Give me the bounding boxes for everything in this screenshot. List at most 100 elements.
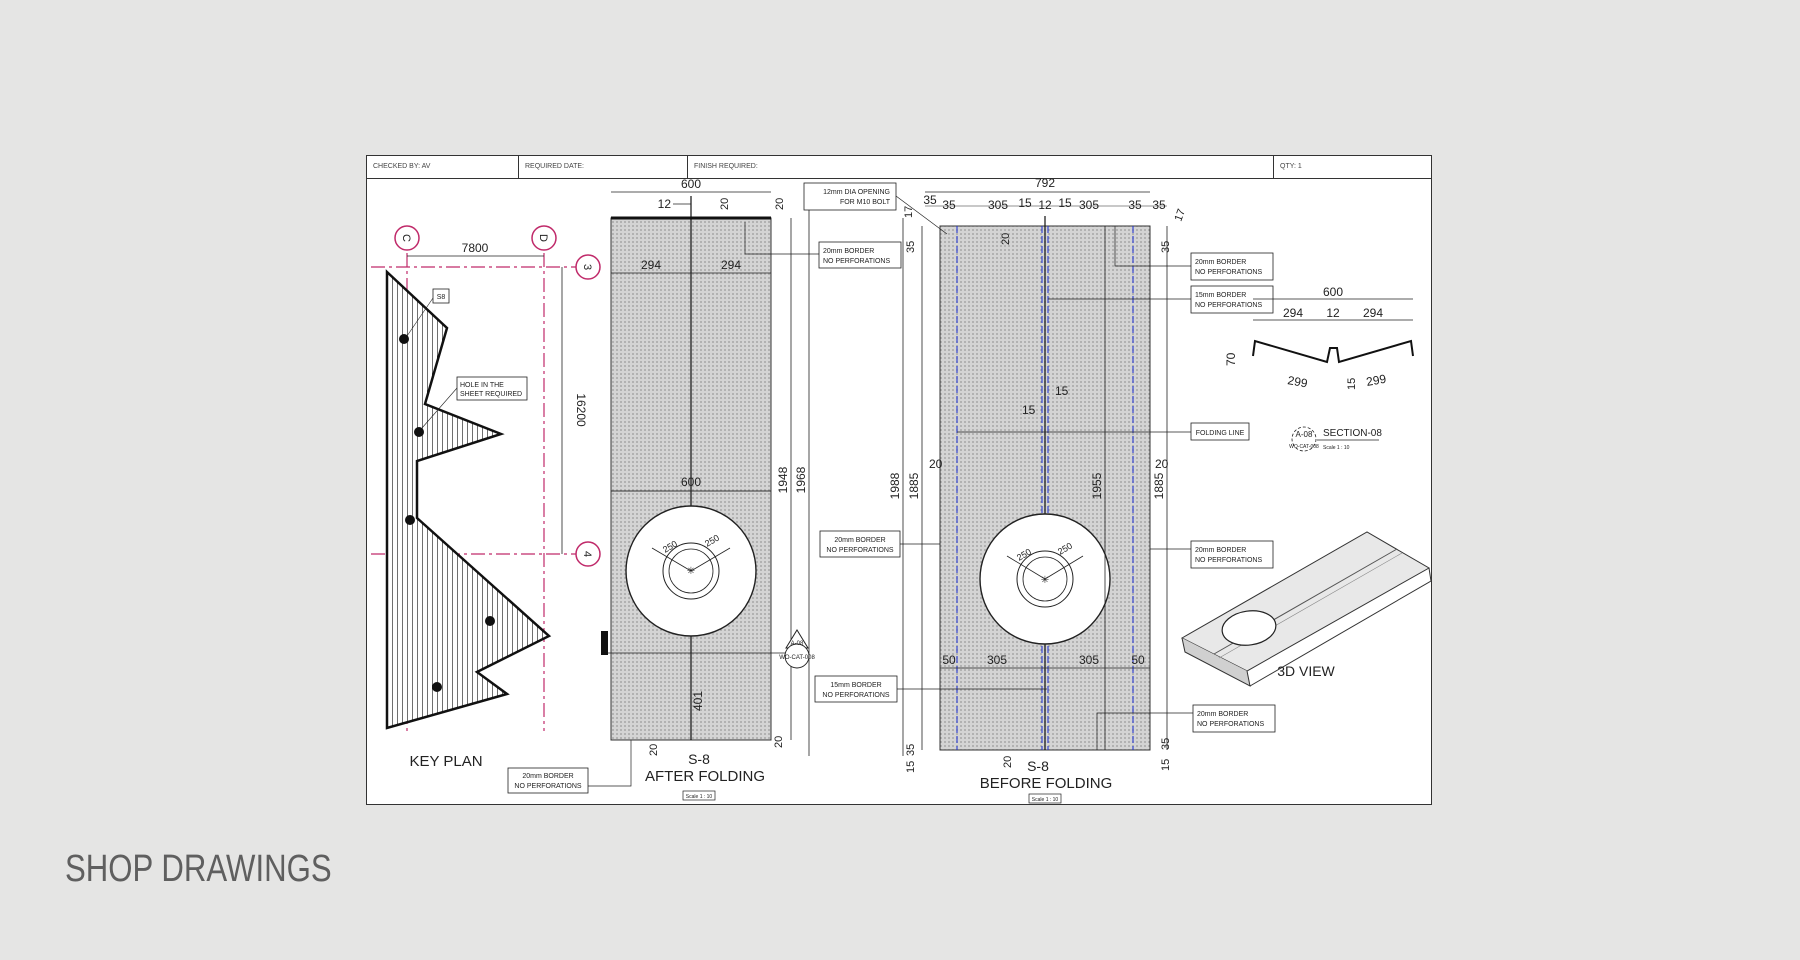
before-folding-note-bottom-box [1192,704,1276,733]
3d-panel-opening [1221,610,1277,646]
before-folding-dim-15-bottom-left: 15 [905,761,917,773]
before-folding-opening-note-line2: FOR M10 BOLT [840,199,891,206]
key-plan: C D 3 4 7800 16200 S8 HOLE IN THE SHEET … [371,225,632,794]
before-folding-caption: BEFORE FOLDING [980,775,1113,792]
note-hole-line2: SHEET REQUIRED [460,391,522,398]
before-folding-note-15-line2: NO PERFORATIONS [822,692,889,699]
before-folding-note-right-line1: 20mm BORDER [1195,547,1246,554]
before-folding-dim-20-top: 20 [1000,233,1012,245]
before-folding-note-20-box [1190,252,1274,281]
before-folding-dim-17-left: 17 [903,206,915,218]
before-folding-opening-note-line1: 12mm DIA OPENING [823,189,890,196]
after-folding-dim-600: 600 [681,177,701,191]
before-folding-dim-792: 792 [1035,176,1055,190]
after-folding-dim-20-bottom-right: 20 [773,736,785,748]
before-folding-note-20-line2: NO PERFORATIONS [1195,269,1262,276]
key-plan-caption: KEY PLAN [409,753,482,770]
after-folding-radius-left [651,547,692,572]
section-dim-70: 70 [1224,352,1238,366]
dim-16200: 16200 [574,393,588,427]
key-plan-marker-4 [485,616,495,626]
before-folding-note-bottom-leader [1096,712,1193,750]
before-folding-dim-15-fold-b: 15 [1022,403,1036,417]
grid-bubble-3 [575,254,601,280]
after-folding-note-box [818,241,902,269]
after-folding-note-line1: 20mm BORDER [823,248,874,255]
before-folding-note-15-top-box [1190,285,1274,314]
after-folding-panel-view: 250 250 ✳ 600 12 20 20 294 294 600 1948 … [601,177,902,801]
before-folding-dim-1885-right: 1885 [1152,472,1166,499]
title-block-checked-by: CHECKED BY: AV [367,156,519,178]
before-folding-dim-20-left: 20 [929,457,943,471]
after-folding-section-tag-top: A-08 [791,641,804,647]
tag-s8-leader [406,297,434,337]
after-folding-dim-20-bottom: 20 [648,744,660,756]
before-folding-dim-35-top-far: 35 [1152,198,1166,212]
before-folding-dim-305-top-right: 305 [1079,198,1099,212]
before-folding-dim-305-top-left: 305 [988,198,1008,212]
before-folding-note-bottom-line1: 20mm BORDER [1197,711,1248,718]
before-folding-dim-35-top-left: 35 [923,193,937,207]
before-folding-dim-1955: 1955 [1090,472,1104,499]
3d-panel-front-edge [1181,637,1251,687]
before-folding-dim-15-top-right: 15 [1058,196,1072,210]
grid-label-c: C [400,234,412,242]
after-folding-section-tag-bottom: WO-CAT-008 [779,655,815,661]
before-folding-note-right-box [1190,540,1274,569]
before-folding-dim-1988: 1988 [888,472,902,499]
before-folding-dim-35-top-right: 35 [1128,198,1142,212]
after-folding-centre-mark: ✳ [687,566,695,577]
after-folding-inner-ring [662,542,720,600]
before-folding-radius-left [1006,555,1046,580]
before-folding-dim-20-right: 20 [1155,457,1169,471]
section-dim-294-left: 294 [1283,306,1303,320]
title-block-required-date: REQUIRED DATE: [519,156,688,178]
section-tag-top: A-08 [1296,430,1313,439]
grid-label-d: D [537,234,549,242]
section-title: SECTION-08 [1323,428,1382,439]
grid-bubble-d [531,225,557,251]
before-folding-dim-35-bottom-right: 35 [1160,738,1172,750]
after-folding-dim-294-left: 294 [641,258,661,272]
section-dim-299-right: 299 [1365,372,1387,389]
before-folding-scale-box [1028,793,1062,804]
grid-label-4: 4 [581,551,593,557]
before-folding-scale: Scale 1 : 10 [1032,797,1059,803]
before-folding-dim-305-bottom-right: 305 [1079,653,1099,667]
note-border-key-line1: 20mm BORDER [522,773,573,780]
before-folding-mark: S-8 [1027,758,1049,774]
before-folding-dim-35-bottom-left: 35 [905,744,917,756]
section-08-view: 600 294 12 294 70 299 299 15 A-08 WO-CAT… [1224,285,1414,452]
section-scale: Scale 1 : 10 [1323,445,1350,451]
grid-bubble-c [394,225,420,251]
before-folding-folding-line-note: FOLDING LINE [1196,430,1245,437]
after-folding-scale-box [682,790,716,801]
after-folding-inner-ring-2 [668,548,714,594]
3d-panel-right-edge [1249,567,1431,687]
page-title: SHOP DRAWINGS [65,848,332,890]
after-folding-dim-1948: 1948 [776,466,790,493]
section-dim-294-right: 294 [1363,306,1383,320]
before-folding-note-left-line2: NO PERFORATIONS [826,547,893,554]
3d-view-caption: 3D VIEW [1277,663,1335,679]
before-folding-inner-ring [1016,550,1074,608]
before-folding-dim-12-top: 12 [1038,198,1052,212]
before-folding-dim-50-bottom-right: 50 [1131,653,1145,667]
after-folding-dim-1968: 1968 [794,466,808,493]
note-border-key-line2: NO PERFORATIONS [514,783,581,790]
before-folding-opening-note-leader [895,195,948,235]
before-folding-dim-15-fold-a: 15 [1055,384,1069,398]
before-folding-centre-mark: ✳ [1041,575,1049,586]
before-folding-dim-35-top-left-b: 35 [942,198,956,212]
after-folding-scale: Scale 1 : 10 [686,794,713,800]
before-folding-note-15-top-line2: NO PERFORATIONS [1195,302,1262,309]
tag-s8: S8 [437,294,446,301]
note-border-key-box [507,767,589,794]
section-tag-bottom: WO-CAT-008 [1289,444,1319,450]
after-folding-note-leader [744,222,819,255]
shop-drawing: C D 3 4 7800 16200 S8 HOLE IN THE SHEET … [371,176,1431,804]
key-plan-marker-5 [432,682,442,692]
after-folding-caption: AFTER FOLDING [645,768,765,785]
before-folding-note-right-line2: NO PERFORATIONS [1195,557,1262,564]
note-hole-leader [421,387,458,429]
